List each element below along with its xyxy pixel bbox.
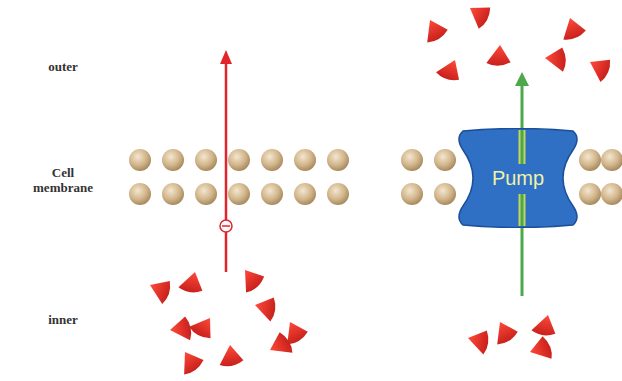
solute-particles [468, 315, 559, 363]
solute-particles [422, 5, 615, 87]
region-label: inner [28, 313, 98, 328]
diffusion-arrow [220, 50, 232, 272]
pump-protein: Pump [455, 128, 581, 228]
solute-particles [150, 270, 309, 378]
pump-label: Pump [492, 167, 544, 190]
region-label: Cell membrane [28, 166, 98, 196]
region-label: outer [28, 60, 98, 75]
